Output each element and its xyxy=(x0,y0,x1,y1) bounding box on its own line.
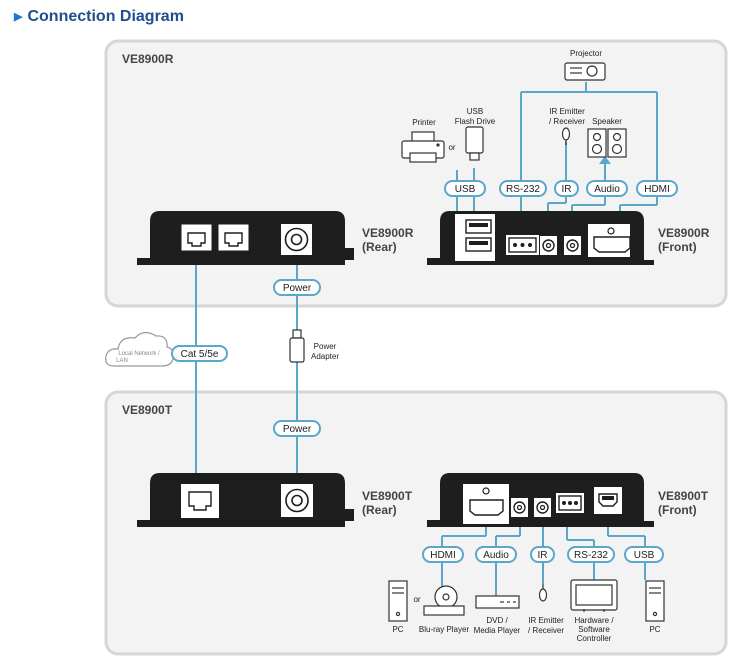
receiver-hdmi-tag xyxy=(636,180,678,197)
usb-drive-label-2: Flash Drive xyxy=(455,117,496,126)
receiver-ir-tag-text: IR xyxy=(562,184,572,195)
receiver-audio-jack xyxy=(564,236,581,255)
bluray-label: Blu-ray Player xyxy=(419,625,470,634)
ir-tx-label-2: / Receiver xyxy=(528,626,564,635)
transmitter-rear-device xyxy=(137,473,354,527)
cat5-tag-text: Cat 5/5e xyxy=(181,349,219,360)
ir-label-2: / Receiver xyxy=(549,117,585,126)
transmitter-audio-tag-text: Audio xyxy=(483,550,509,561)
transmitter-rs232-tag xyxy=(567,546,615,563)
dvd-label-1: DVD / xyxy=(486,616,508,625)
transmitter-hdmi-tag-text: HDMI xyxy=(430,550,456,561)
adapter-label-2: Adapter xyxy=(311,352,339,361)
ir-label-1: IR Emitter xyxy=(549,107,585,116)
receiver-audio-tag-text: Audio xyxy=(594,184,620,195)
controller-monitor-icon xyxy=(570,579,618,612)
pc-right-label: PC xyxy=(649,625,660,634)
power-adapter-icon xyxy=(289,329,305,363)
cat5-tag xyxy=(171,345,228,362)
ir-tx-label-1: IR Emitter xyxy=(528,616,564,625)
pc-left-label: PC xyxy=(392,625,403,634)
transmitter-rs232-tag-text: RS-232 xyxy=(574,550,608,561)
transmitter-usb-port xyxy=(594,487,622,514)
ir-emitter-receiver-icon xyxy=(561,127,571,145)
transmitter-panel-label: VE8900T xyxy=(122,403,173,417)
transmitter-ir-tag xyxy=(530,546,555,563)
hw-label-2: Software xyxy=(578,625,610,634)
speaker-label: Speaker xyxy=(592,117,622,126)
hw-label-3: Controller xyxy=(577,634,612,643)
receiver-rs232-tag-text: RS-232 xyxy=(506,184,540,195)
ir-emitter-receiver-icon-tx xyxy=(538,584,548,602)
receiver-front-label-2: (Front) xyxy=(658,240,697,254)
receiver-rj45-port-1 xyxy=(180,223,213,252)
receiver-ir-jack xyxy=(540,236,557,255)
transmitter-power-tag-text: Power xyxy=(283,424,312,435)
page-title: ▶ Connection Diagram xyxy=(14,8,184,26)
receiver-ir-tag xyxy=(554,180,579,197)
hw-label-1: Hardware / xyxy=(574,616,614,625)
receiver-rear-label-1: VE8900R xyxy=(362,226,414,240)
transmitter-or-label: or xyxy=(413,595,420,604)
receiver-front-device xyxy=(427,211,654,265)
transmitter-rear-label-2: (Rear) xyxy=(362,503,397,517)
transmitter-ir-jack xyxy=(534,498,551,517)
usb-flash-drive-icon xyxy=(465,126,484,161)
printer-icon xyxy=(401,131,445,163)
receiver-usb-tag-text: USB xyxy=(455,184,476,195)
receiver-rj45-port-2 xyxy=(217,223,250,252)
receiver-hdmi-tag-text: HDMI xyxy=(644,184,670,195)
cloud-label-1: Local Network / xyxy=(118,351,160,357)
receiver-audio-tag xyxy=(586,180,628,197)
transmitter-usb-tag-text: USB xyxy=(634,550,655,561)
receiver-power-tag xyxy=(273,279,321,296)
receiver-rs232-tag xyxy=(499,180,547,197)
dvd-media-player-icon xyxy=(475,595,520,609)
projector-icon xyxy=(564,62,606,81)
usb-drive-label-1: USB xyxy=(467,107,483,116)
receiver-usb-tag xyxy=(444,180,486,197)
transmitter-rear-label-1: VE8900T xyxy=(362,489,413,503)
receiver-or-label: or xyxy=(448,143,455,152)
receiver-rear-device xyxy=(137,211,354,265)
pc-tower-icon-left xyxy=(388,580,408,622)
receiver-panel xyxy=(104,39,728,308)
transmitter-front-label-2: (Front) xyxy=(658,503,697,517)
receiver-rear-label-2: (Rear) xyxy=(362,240,397,254)
receiver-front-label-1: VE8900R xyxy=(658,226,710,240)
transmitter-front-label-1: VE8900T xyxy=(658,489,709,503)
transmitter-hdmi-tag xyxy=(422,546,464,563)
cloud-label-2: LAN xyxy=(116,358,128,364)
page-title-text: Connection Diagram xyxy=(27,8,184,25)
pc-tower-icon-right xyxy=(645,580,665,622)
transmitter-audio-tag xyxy=(475,546,517,563)
bluray-player-icon xyxy=(423,585,465,616)
speaker-icon xyxy=(587,128,627,158)
adapter-label-1: Power xyxy=(314,342,337,351)
play-arrow-icon: ▶ xyxy=(14,11,23,23)
dvd-label-2: Media Player xyxy=(474,626,521,635)
receiver-power-tag-text: Power xyxy=(283,283,312,294)
receiver-panel-label: VE8900R xyxy=(122,52,174,66)
projector-label: Projector xyxy=(570,49,602,58)
transmitter-ir-tag-text: IR xyxy=(538,550,548,561)
transmitter-audio-jack xyxy=(511,498,528,517)
transmitter-power-tag xyxy=(273,420,321,437)
transmitter-rj45-port xyxy=(181,484,219,518)
transmitter-front-device xyxy=(427,473,654,527)
transmitter-usb-tag xyxy=(624,546,664,563)
printer-label: Printer xyxy=(412,118,436,127)
